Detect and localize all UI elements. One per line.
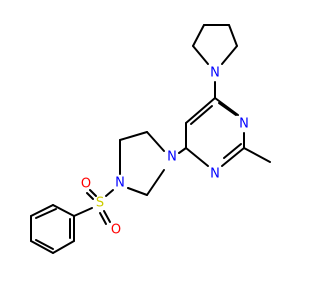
bond <box>30 240 54 254</box>
bond <box>192 24 205 47</box>
bond <box>73 207 93 217</box>
atom-o-sulfonyl-1: O <box>81 177 91 192</box>
bond <box>35 208 57 219</box>
bond <box>221 45 238 65</box>
bond <box>105 189 114 197</box>
bond <box>30 204 54 217</box>
molecule-canvas: N N N N N S O O <box>30 24 271 254</box>
bond <box>228 24 238 47</box>
atom-label-layer: N N N N N S O O <box>81 66 249 238</box>
bond <box>218 102 237 116</box>
bond <box>146 169 165 196</box>
bond <box>127 187 148 196</box>
atom-n-piperazine-4: N <box>115 176 125 191</box>
bond <box>103 210 111 223</box>
bond <box>243 147 271 163</box>
bond <box>192 45 209 65</box>
bond <box>52 240 75 254</box>
atom-n-pyrimidine-1: N <box>239 117 249 132</box>
bond <box>119 131 148 141</box>
bond <box>52 204 75 217</box>
bond <box>146 131 165 152</box>
bond <box>223 143 242 159</box>
atom-n-pyrrolidine: N <box>210 66 220 81</box>
atom-o-sulfonyl-2: O <box>111 223 121 238</box>
bond <box>35 239 54 250</box>
atom-n-pyrimidine-3: N <box>210 167 220 182</box>
atom-s-sulfonyl: S <box>96 196 104 211</box>
bond <box>185 147 209 167</box>
bond <box>178 147 187 154</box>
bond <box>86 192 94 200</box>
bond <box>99 212 107 225</box>
bond <box>190 105 213 125</box>
atom-n-piperazine-1: N <box>167 150 177 165</box>
bond-layer <box>30 24 271 254</box>
bond <box>89 189 97 197</box>
bond <box>221 147 245 167</box>
bond <box>185 97 216 124</box>
bond <box>214 97 239 116</box>
structure-diagram: N N N N N S O O <box>30 24 271 254</box>
